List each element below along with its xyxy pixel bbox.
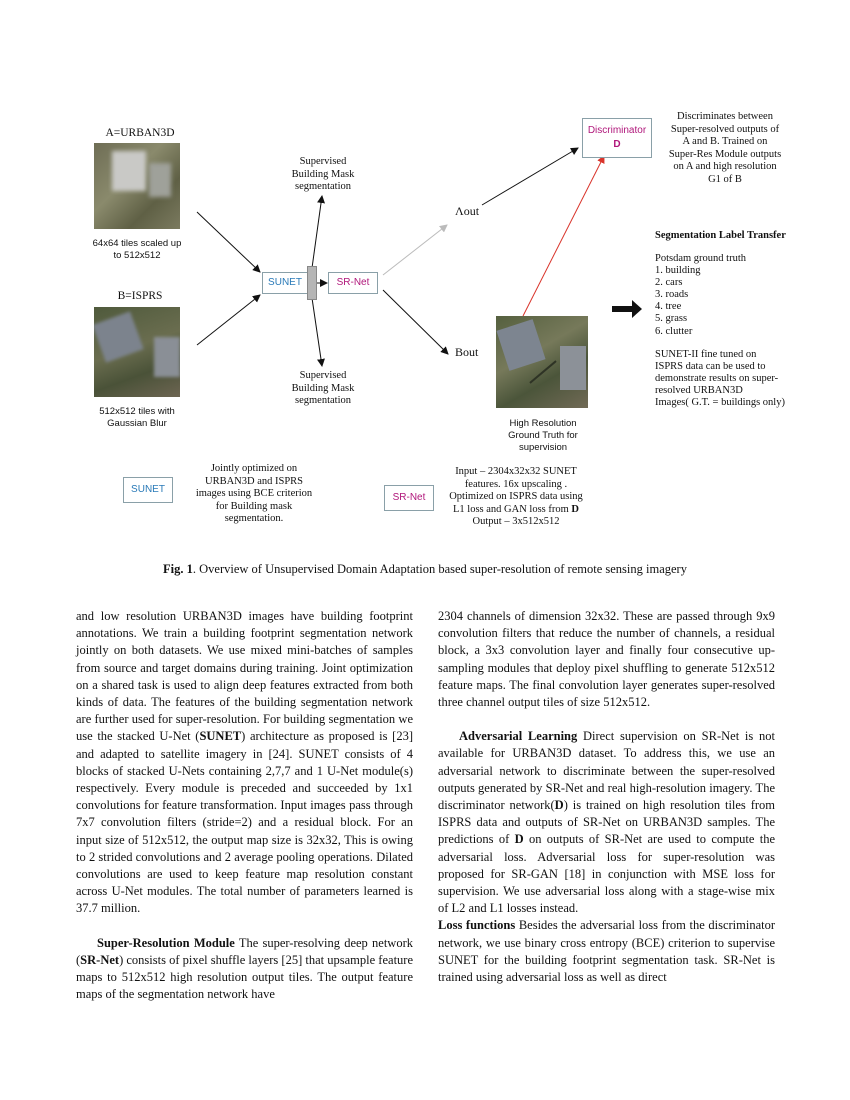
paragraph: and low resolution URBAN3D images have b… bbox=[76, 609, 413, 916]
legend-sunet-box: SUNET bbox=[123, 477, 173, 503]
right-arrow-icon bbox=[612, 300, 642, 318]
class-item: 6. clutter bbox=[655, 325, 693, 337]
sunet2-note: SUNET-II fine tuned on ISPRS data can be… bbox=[655, 349, 785, 409]
left-column: and low resolution URBAN3D images have b… bbox=[76, 608, 413, 1003]
class-list: Potsdam ground truth 1. building 2. cars… bbox=[655, 253, 746, 338]
a-out-label: Λout bbox=[455, 204, 480, 218]
caption-label: Fig. 1 bbox=[163, 562, 193, 576]
sunet-box: SUNET bbox=[262, 272, 308, 294]
paragraph: Super-Resolution Module The super-resolv… bbox=[76, 935, 413, 1002]
label-transfer-title: Segmentation Label Transfer bbox=[655, 230, 786, 241]
paragraph: 2304 channels of dimension 32x32. These … bbox=[438, 609, 775, 710]
legend-srnet-desc: Input – 2304x32x32 SUNET features. 16x u… bbox=[449, 466, 583, 527]
figure-caption: Fig. 1. Overview of Unsupervised Domain … bbox=[75, 562, 775, 577]
class-item: 4. tree bbox=[655, 301, 682, 313]
label-a: A=URBAN3D bbox=[105, 127, 175, 139]
high-res-tile bbox=[496, 316, 588, 408]
urban3d-tile bbox=[94, 143, 180, 229]
label-b: B=ISPRS bbox=[117, 290, 163, 302]
right-column: 2304 channels of dimension 32x32. These … bbox=[438, 608, 775, 986]
srnet-box: SR-Net bbox=[328, 272, 378, 294]
class-item: 1. building bbox=[655, 265, 701, 277]
paragraph: Loss functions Besides the adversarial l… bbox=[438, 918, 776, 985]
class-item: 2. cars bbox=[655, 277, 683, 289]
figure-arrows bbox=[196, 147, 642, 367]
class-item: 3. roads bbox=[655, 289, 689, 301]
legend-srnet-box: SR-Net bbox=[384, 485, 434, 511]
isprs-tile bbox=[94, 307, 180, 397]
class-item: 5. grass bbox=[655, 313, 688, 325]
caption-text: . Overview of Unsupervised Domain Adapta… bbox=[192, 562, 687, 576]
sunet-feature-block bbox=[307, 266, 317, 300]
paragraph: Adversarial Learning Direct supervision … bbox=[438, 729, 775, 916]
b-out-label: Bout bbox=[455, 345, 479, 359]
potsdam-label: Potsdam ground truth bbox=[655, 253, 746, 264]
